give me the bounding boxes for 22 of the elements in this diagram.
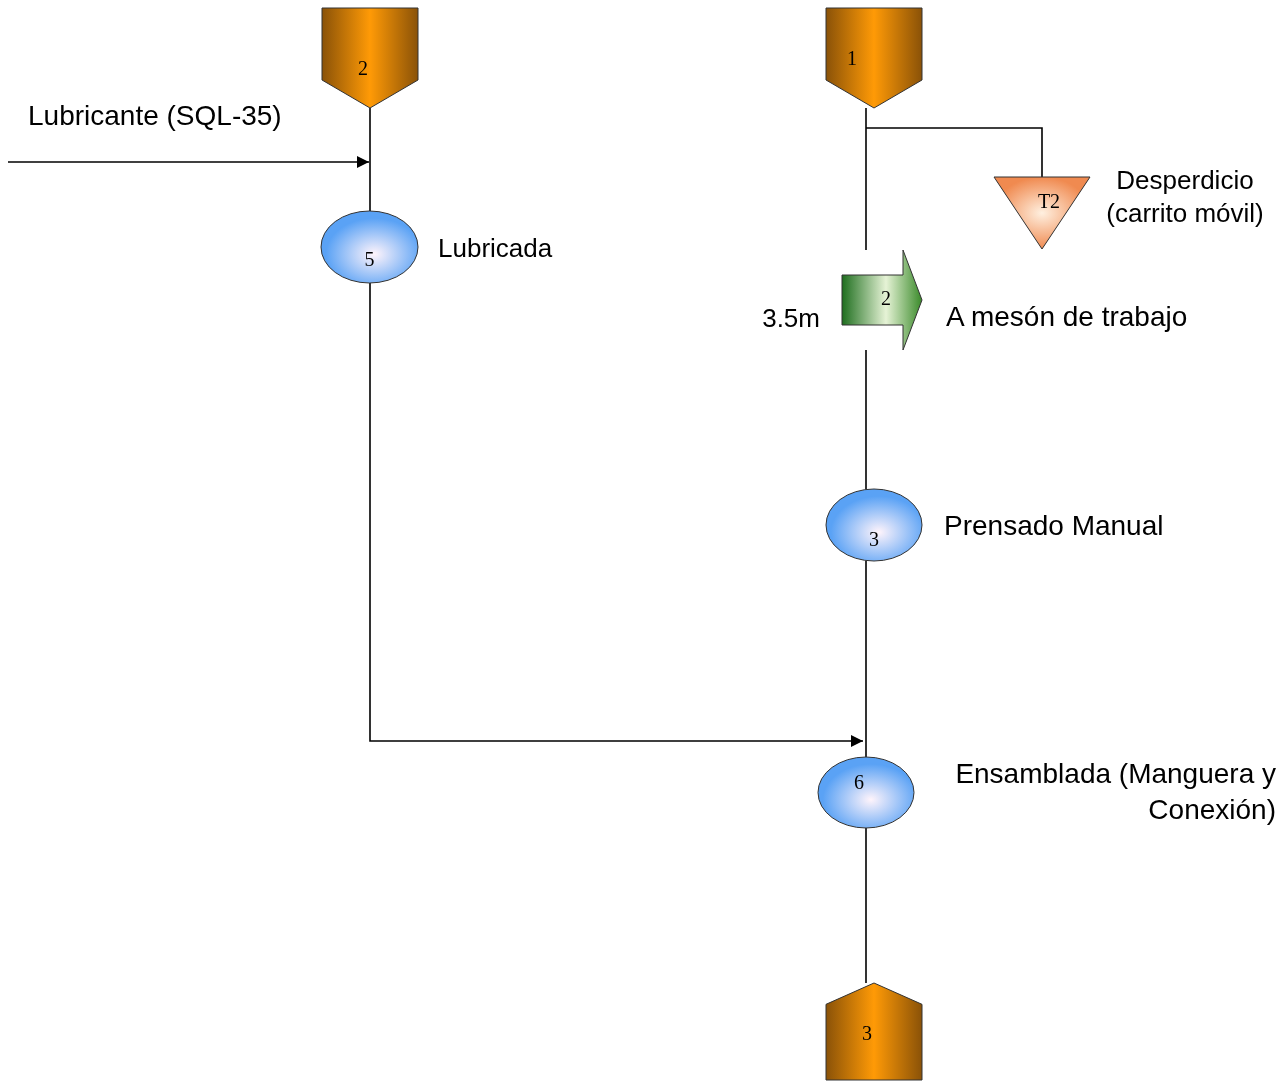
connector-line [865,827,867,984]
connector-line [369,107,371,212]
step-number: 3 [862,1023,872,1043]
step-number: 2 [358,58,368,78]
step-number: 2 [881,288,891,308]
step-number: T2 [1037,191,1061,211]
step-number: 3 [869,529,879,549]
connector-line [865,107,867,251]
connector-line [865,560,867,758]
arrow [369,282,864,747]
step-caption: Lubricada [438,232,554,265]
step-number: 1 [847,48,857,68]
step-caption: Prensado Manual [944,509,1165,543]
step-number: 6 [854,772,864,792]
step-caption: A mesón de trabajo [946,300,1189,334]
step-caption: 3.5m [761,302,820,335]
connector-line [865,127,1043,178]
step-caption: Ensamblada (Manguera y Conexión) [954,757,1276,827]
arrow [7,156,370,168]
connector-line [865,349,867,490]
step-caption: Desperdicio (carrito móvil) [1105,164,1265,231]
step-number: 5 [364,249,375,269]
